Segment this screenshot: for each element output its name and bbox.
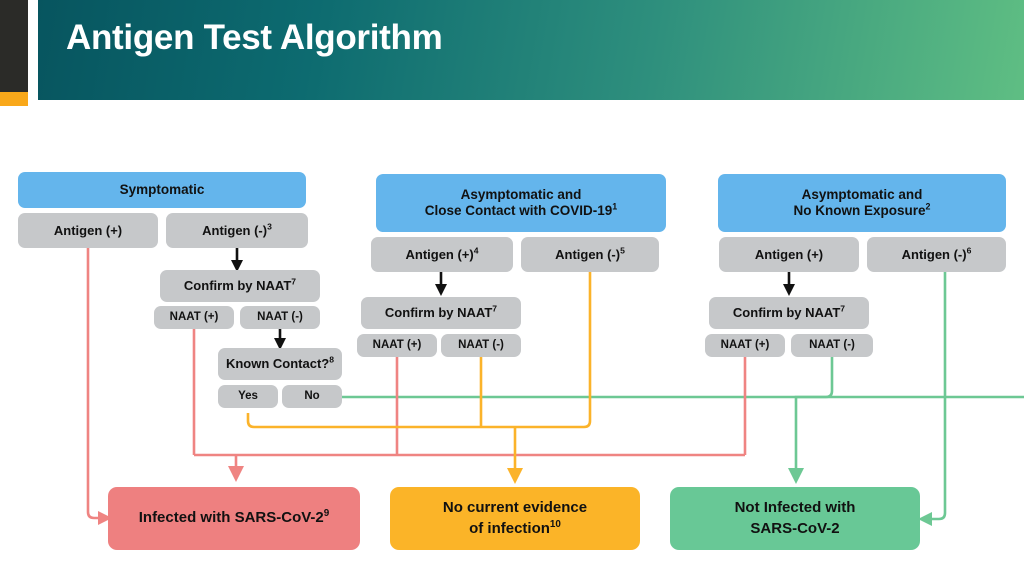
node-label: Known Contact? bbox=[225, 356, 330, 372]
footnote-ref: 7 bbox=[840, 304, 846, 314]
node-close-contact-naat-positive[interactable]: NAAT (+) bbox=[357, 334, 437, 357]
column-header-line-2: Close Contact with COVID-19 bbox=[424, 203, 613, 218]
header-orange-accent-bar bbox=[0, 92, 28, 106]
node-symptomatic-known-contact-no[interactable]: No bbox=[282, 385, 342, 408]
footnote-ref: 3 bbox=[267, 221, 272, 232]
footnote-ref: 7 bbox=[492, 304, 498, 314]
node-label: NAAT (+) bbox=[720, 338, 770, 351]
header-banner bbox=[38, 0, 1024, 100]
footnote-ref: 6 bbox=[966, 245, 972, 256]
footnote-ref: 5 bbox=[620, 245, 625, 256]
node-symptomatic-naat-positive[interactable]: NAAT (+) bbox=[154, 306, 234, 329]
node-label: Antigen (+) bbox=[754, 246, 824, 262]
column-header-no-exposure: Asymptomatic and No Known Exposure2 bbox=[718, 174, 1006, 232]
node-label: Confirm by NAAT bbox=[732, 305, 841, 321]
footnote-ref: 8 bbox=[329, 355, 335, 365]
footnote-ref: 9 bbox=[323, 508, 330, 520]
node-label: Antigen (-) bbox=[555, 246, 621, 262]
footnote-ref: 2 bbox=[925, 201, 931, 212]
node-no-exposure-naat-positive[interactable]: NAAT (+) bbox=[705, 334, 785, 357]
footnote-ref: 10 bbox=[549, 518, 561, 530]
node-label: NAAT (-) bbox=[458, 338, 504, 351]
node-close-contact-confirm-by-naat[interactable]: Confirm by NAAT7 bbox=[361, 297, 521, 329]
column-header-symptomatic-label: Symptomatic bbox=[119, 182, 205, 198]
node-no-exposure-antigen-negative[interactable]: Antigen (-)6 bbox=[867, 237, 1006, 272]
outcome-infected[interactable]: Infected with SARS-CoV-29 bbox=[108, 487, 360, 550]
node-label: NAAT (-) bbox=[257, 310, 303, 323]
outcome-label-line-1: Not Infected with bbox=[734, 499, 856, 517]
outcome-no-current-evidence[interactable]: No current evidence of infection10 bbox=[390, 487, 640, 550]
node-close-contact-naat-negative[interactable]: NAAT (-) bbox=[441, 334, 521, 357]
node-label: Antigen (-) bbox=[202, 222, 268, 238]
node-symptomatic-known-contact[interactable]: Known Contact?8 bbox=[218, 348, 342, 380]
node-close-contact-antigen-negative[interactable]: Antigen (-)5 bbox=[521, 237, 659, 272]
outcome-label-line-1: No current evidence bbox=[442, 499, 588, 517]
outcome-label: Infected with SARS-CoV-2 bbox=[138, 509, 324, 527]
node-label: Confirm by NAAT bbox=[183, 278, 292, 294]
node-label: Antigen (-) bbox=[901, 246, 967, 262]
node-symptomatic-antigen-positive[interactable]: Antigen (+) bbox=[18, 213, 158, 248]
outcome-label-line-2: SARS-CoV-2 bbox=[750, 519, 840, 537]
outcome-label-line-2: of infection bbox=[469, 519, 550, 537]
column-header-line-1: Asymptomatic and bbox=[460, 187, 582, 203]
outcome-not-infected[interactable]: Not Infected with SARS-CoV-2 bbox=[670, 487, 920, 550]
node-symptomatic-confirm-by-naat[interactable]: Confirm by NAAT7 bbox=[160, 270, 320, 302]
node-no-exposure-antigen-positive[interactable]: Antigen (+) bbox=[719, 237, 859, 272]
header-dark-accent-bar bbox=[0, 0, 28, 92]
column-header-line-2: No Known Exposure bbox=[793, 203, 926, 218]
column-header-line-1: Asymptomatic and bbox=[801, 187, 923, 203]
footnote-ref: 1 bbox=[612, 201, 618, 212]
node-symptomatic-naat-negative[interactable]: NAAT (-) bbox=[240, 306, 320, 329]
node-no-exposure-naat-negative[interactable]: NAAT (-) bbox=[791, 334, 873, 357]
node-symptomatic-known-contact-yes[interactable]: Yes bbox=[218, 385, 278, 408]
node-label: NAAT (+) bbox=[169, 310, 219, 323]
node-label: No bbox=[304, 389, 320, 402]
footnote-ref: 7 bbox=[291, 277, 297, 287]
node-label: Yes bbox=[238, 389, 258, 402]
node-label: Antigen (+) bbox=[405, 246, 474, 262]
node-label: NAAT (-) bbox=[809, 338, 855, 351]
node-label: Antigen (+) bbox=[53, 222, 123, 238]
footnote-ref: 4 bbox=[473, 245, 479, 256]
node-symptomatic-antigen-negative[interactable]: Antigen (-)3 bbox=[166, 213, 308, 248]
column-header-symptomatic: Symptomatic bbox=[18, 172, 306, 208]
node-label: Confirm by NAAT bbox=[384, 305, 493, 321]
page-title: Antigen Test Algorithm bbox=[66, 18, 443, 57]
node-label: NAAT (+) bbox=[372, 338, 422, 351]
column-header-close-contact: Asymptomatic and Close Contact with COVI… bbox=[376, 174, 666, 232]
node-close-contact-antigen-positive[interactable]: Antigen (+)4 bbox=[371, 237, 513, 272]
node-no-exposure-confirm-by-naat[interactable]: Confirm by NAAT7 bbox=[709, 297, 869, 329]
